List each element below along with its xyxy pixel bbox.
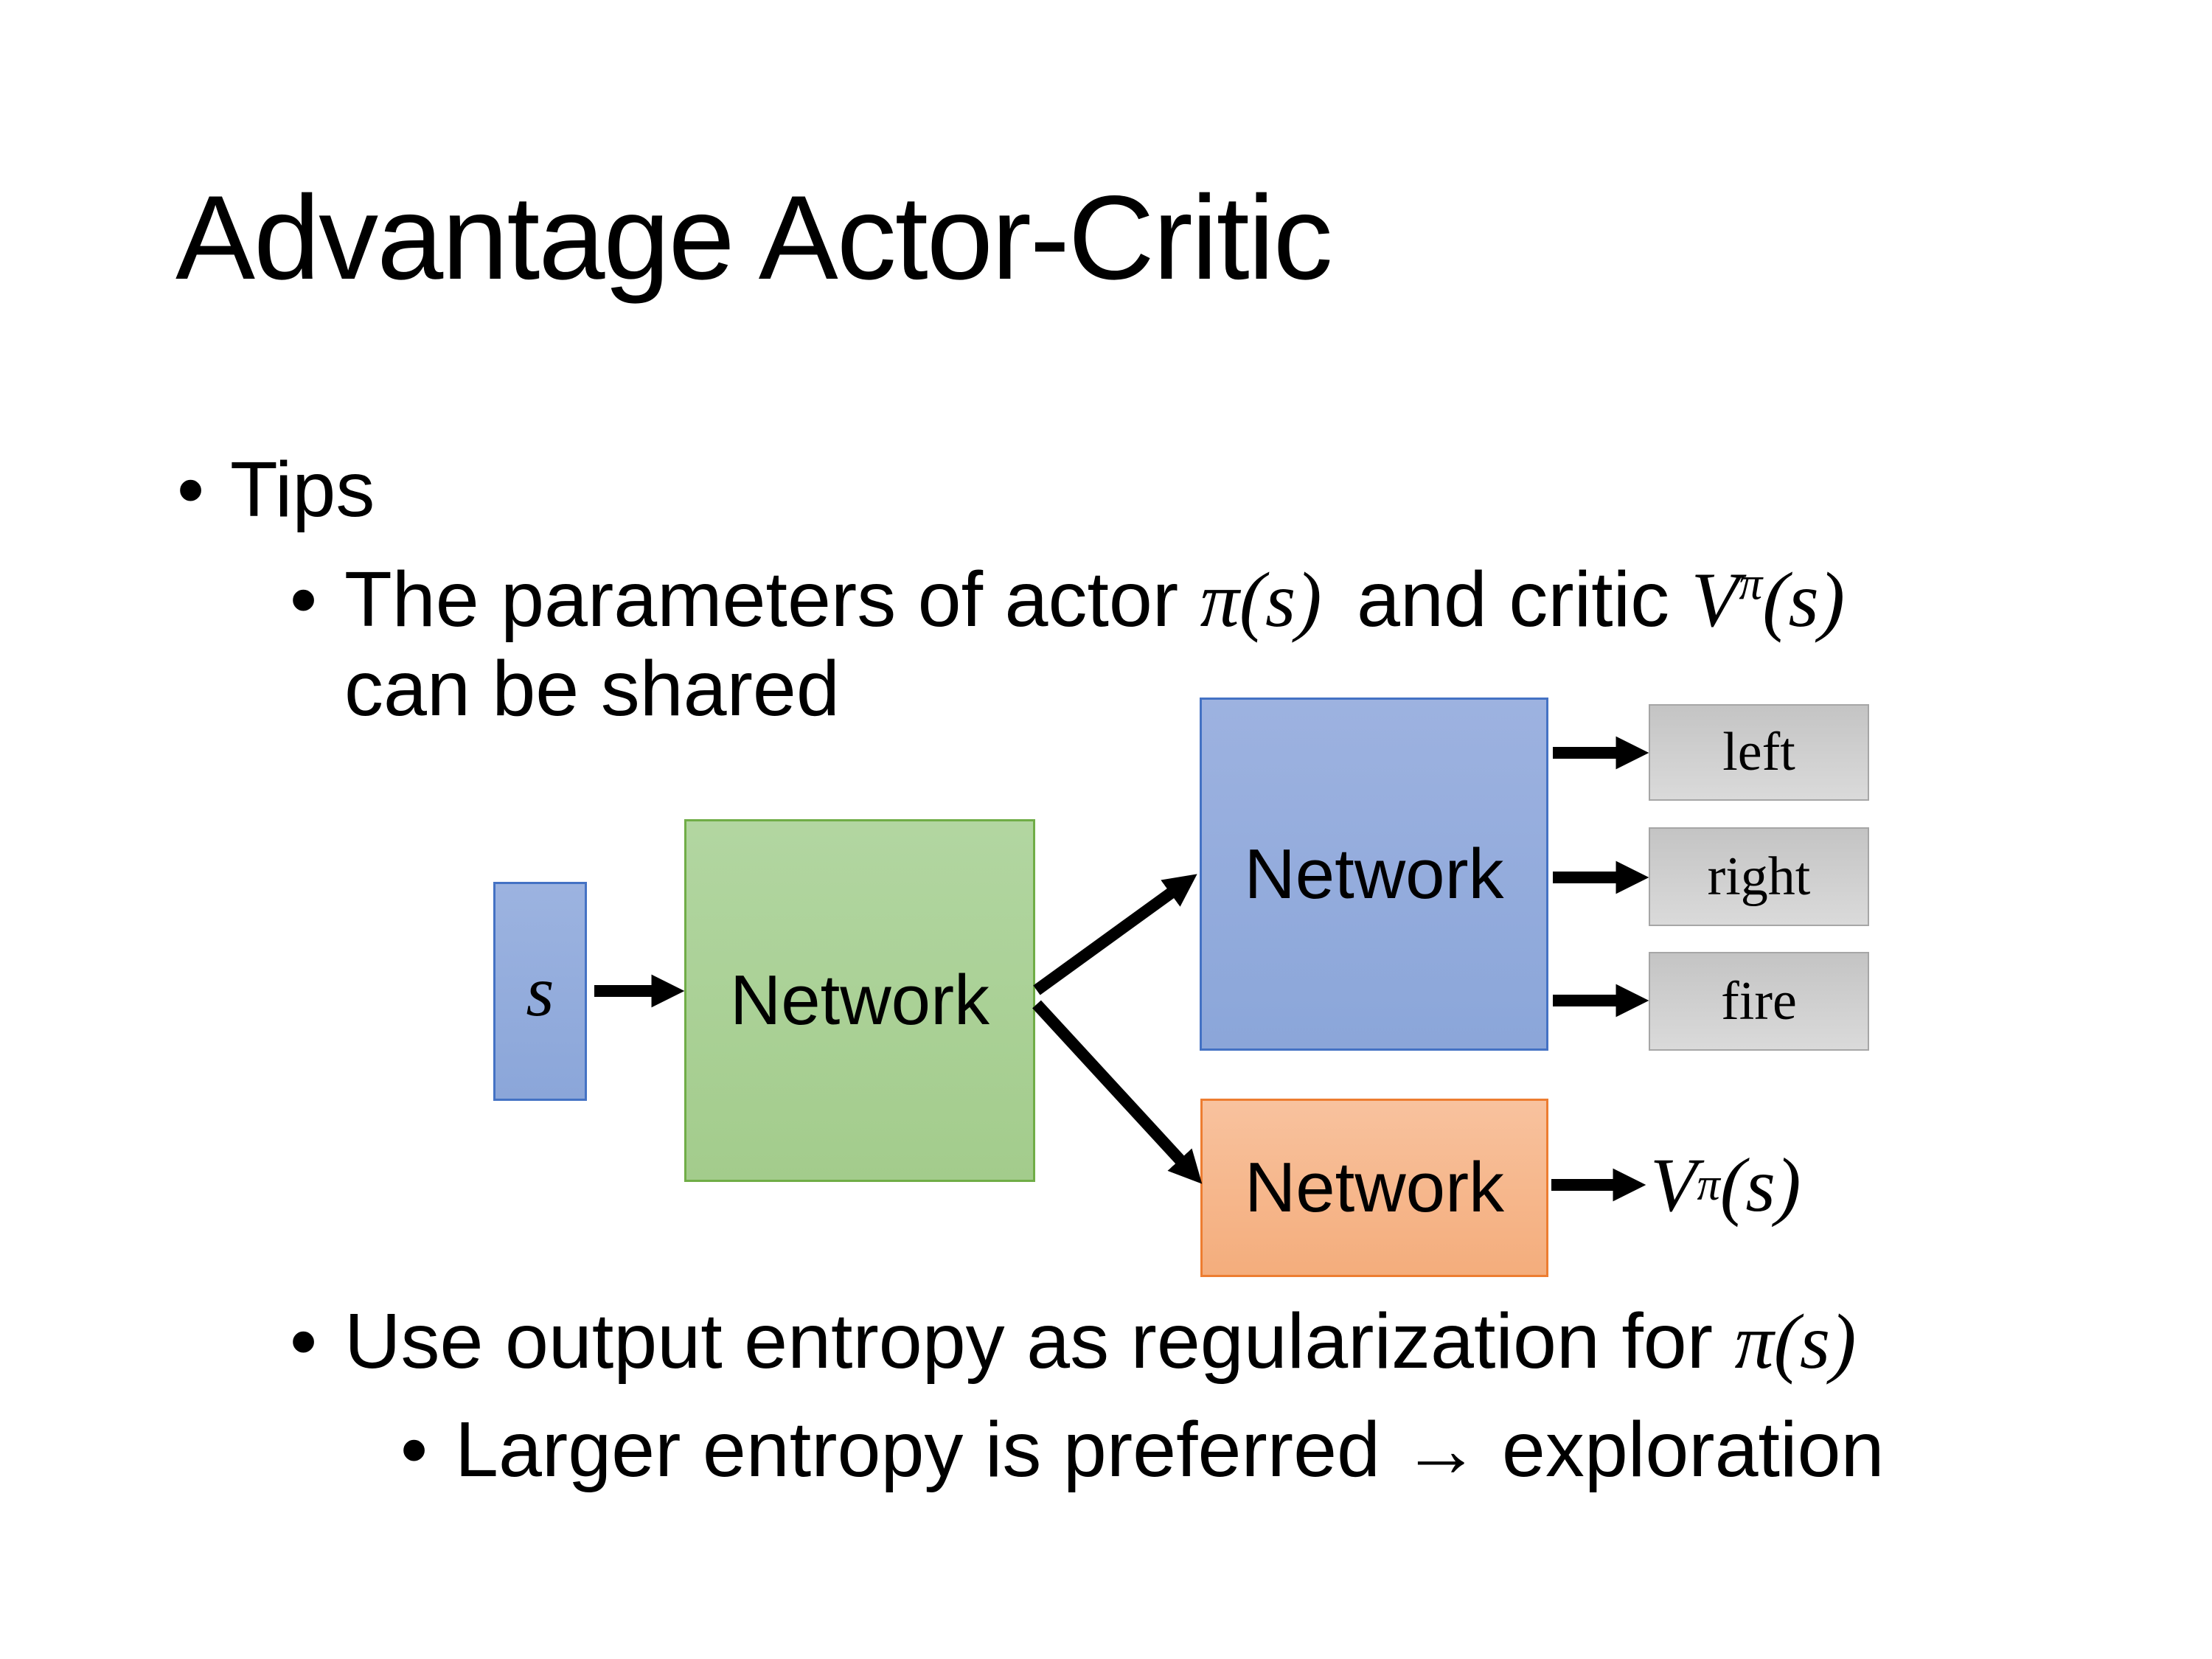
value-base: V bbox=[1650, 1142, 1697, 1228]
shared-network-label: Network bbox=[729, 961, 990, 1040]
actor-network-box: Network bbox=[1200, 698, 1548, 1051]
math-pi-s: π(s) bbox=[1734, 1298, 1857, 1385]
action-right-box: right bbox=[1649, 827, 1869, 926]
action-fire-box: fire bbox=[1649, 952, 1869, 1051]
text-run: and critic bbox=[1335, 556, 1691, 643]
math-pi-s: π(s) bbox=[1200, 557, 1322, 643]
bullet-larger-entropy-text: Larger entropy is preferred → exploratio… bbox=[455, 1406, 1884, 1494]
text-run: exploration bbox=[1480, 1406, 1885, 1493]
bullet-parameters-text: The parameters of actor π(s) and critic … bbox=[344, 556, 1845, 644]
bullet-marker: • bbox=[290, 1298, 318, 1385]
bullet-larger-entropy: • Larger entropy is preferred → explorat… bbox=[400, 1406, 1884, 1494]
state-label: s bbox=[526, 951, 554, 1032]
action-left-label: left bbox=[1722, 722, 1795, 782]
arrow-shared-to-critic bbox=[1032, 1000, 1203, 1184]
actor-network-label: Network bbox=[1244, 834, 1504, 914]
text-run: The parameters of actor bbox=[344, 556, 1200, 643]
bullet-parameters-line2: can be shared bbox=[344, 645, 840, 732]
right-arrow-glyph: → bbox=[1402, 1406, 1481, 1493]
bullet-tips-label: Tips bbox=[230, 446, 375, 533]
action-fire-label: fire bbox=[1721, 970, 1797, 1032]
math-v-arg: (s) bbox=[1762, 557, 1846, 643]
text-run: Use output entropy as regularization for bbox=[344, 1298, 1735, 1385]
text-run: Larger entropy is preferred bbox=[455, 1406, 1402, 1493]
value-arg: (s) bbox=[1719, 1142, 1801, 1228]
action-left-box: left bbox=[1649, 704, 1869, 801]
critic-network-label: Network bbox=[1244, 1148, 1505, 1227]
bullet-marker: • bbox=[177, 446, 205, 533]
shared-network-box: Network bbox=[684, 819, 1035, 1182]
math-v-pi-s: Vπ(s) bbox=[1691, 557, 1845, 643]
bullet-parameters: • The parameters of actor π(s) and criti… bbox=[290, 556, 1845, 644]
math-v-base: V bbox=[1691, 557, 1739, 643]
bullet-entropy-regularization: • Use output entropy as regularization f… bbox=[290, 1298, 1856, 1386]
bullet-marker: • bbox=[400, 1406, 428, 1493]
bullet-entropy-text: Use output entropy as regularization for… bbox=[344, 1298, 1856, 1386]
action-right-label: right bbox=[1707, 846, 1811, 907]
critic-network-box: Network bbox=[1200, 1099, 1548, 1277]
math-v-sup: π bbox=[1739, 557, 1763, 610]
bullet-marker: • bbox=[290, 556, 318, 643]
arrow-shared-to-actor bbox=[1033, 874, 1197, 995]
bullet-tips: • Tips bbox=[177, 446, 375, 534]
page-title: Advantage Actor-Critic bbox=[175, 171, 1333, 305]
state-input-box: s bbox=[493, 882, 587, 1101]
